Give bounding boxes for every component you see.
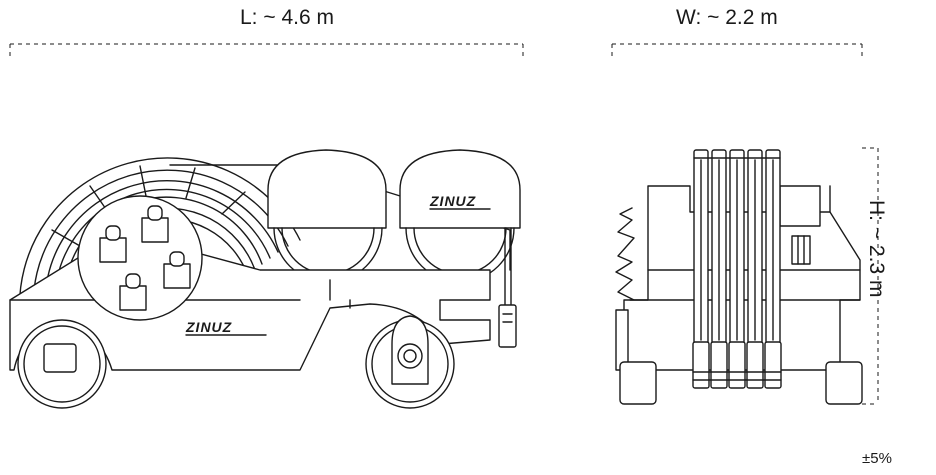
length-label: L: ~ 4.6 m [240, 6, 334, 29]
front-wheel [365, 315, 455, 409]
hose-coupling-icon [141, 205, 169, 243]
front-wheel-right [825, 361, 863, 405]
rear-wheel [17, 319, 107, 409]
side-view: ZINUZ ZINUZ [9, 149, 521, 409]
tank-right: ZINUZ [399, 149, 521, 283]
tank-left [267, 149, 387, 283]
front-view [615, 149, 863, 405]
hose-coupling-icon [99, 225, 127, 263]
hose-tubes [693, 149, 781, 347]
hose-coupling-icon [119, 273, 147, 311]
reel-hub [77, 195, 203, 321]
side-logo: ZINUZ [185, 319, 232, 335]
hose-coupling-icon [163, 251, 191, 289]
length-dimension-line [9, 43, 524, 58]
nozzle [498, 304, 517, 348]
nozzle-row [692, 341, 782, 389]
tolerance-label: ±5% [862, 450, 892, 467]
width-dimension-line [611, 43, 863, 58]
front-wheel-left [619, 361, 657, 405]
tank-logo: ZINUZ [429, 193, 476, 209]
width-label: W: ~ 2.2 m [676, 6, 778, 29]
height-dimension-line [862, 147, 879, 405]
